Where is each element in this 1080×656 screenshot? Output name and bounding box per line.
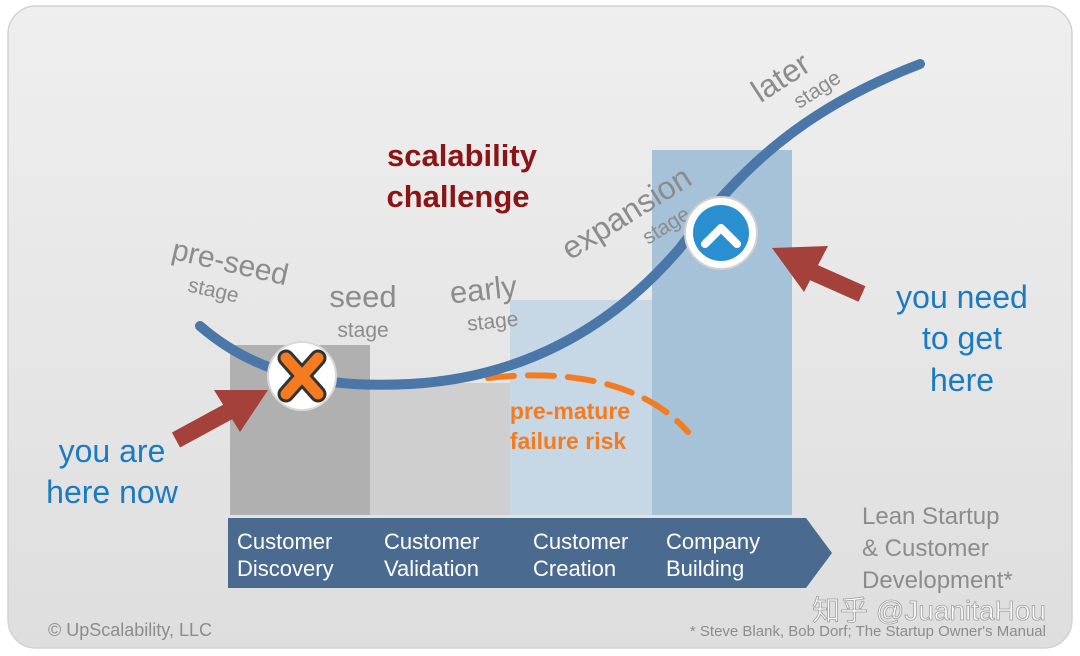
x-marker-icon [267, 341, 337, 411]
step-company-building-line1: Company [666, 529, 760, 554]
you-need-line2: to get [922, 320, 1002, 356]
region-customer-validation [370, 383, 510, 515]
you-need-line1: you need [896, 279, 1028, 315]
step-customer-discovery-line2: Discovery [237, 556, 334, 581]
failure-risk-line2: failure risk [510, 428, 627, 454]
source-note: * Steve Blank, Bob Dorf; The Startup Own… [690, 623, 1046, 640]
failure-risk-curve [485, 372, 691, 435]
process-band [228, 518, 832, 588]
stage-seed-sub: stage [337, 319, 388, 342]
step-customer-creation-line2: Creation [533, 556, 616, 581]
watermark: 知乎 @JuanitaHou [812, 595, 1046, 626]
step-customer-creation-line1: Customer [533, 529, 628, 554]
stage-seed-name: seed [329, 279, 396, 314]
step-customer-discovery-line1: Customer [237, 529, 332, 554]
methodology-line3: Development* [862, 567, 1013, 594]
stage-early-sub: stage [466, 308, 519, 336]
you-are-here-line1: you are [59, 433, 166, 469]
methodology-line2: & Customer [862, 535, 989, 562]
arrow-you-are-here-icon [171, 390, 268, 448]
step-customer-validation-line1: Customer [384, 529, 479, 554]
arrow-you-need-icon [772, 246, 866, 302]
title-line2: challenge [387, 179, 530, 214]
failure-risk-line1: pre-mature [510, 398, 630, 424]
title-line1: scalability [387, 138, 538, 173]
chevron-up-icon [684, 196, 758, 270]
step-company-building-line2: Building [666, 556, 744, 581]
you-need-line3: here [930, 362, 994, 398]
stage-early-name: early [448, 269, 519, 311]
methodology-line1: Lean Startup [862, 503, 999, 530]
step-customer-validation-line2: Validation [384, 556, 479, 581]
you-are-here-line2: here now [46, 474, 179, 510]
copyright: © UpScalability, LLC [48, 620, 212, 640]
